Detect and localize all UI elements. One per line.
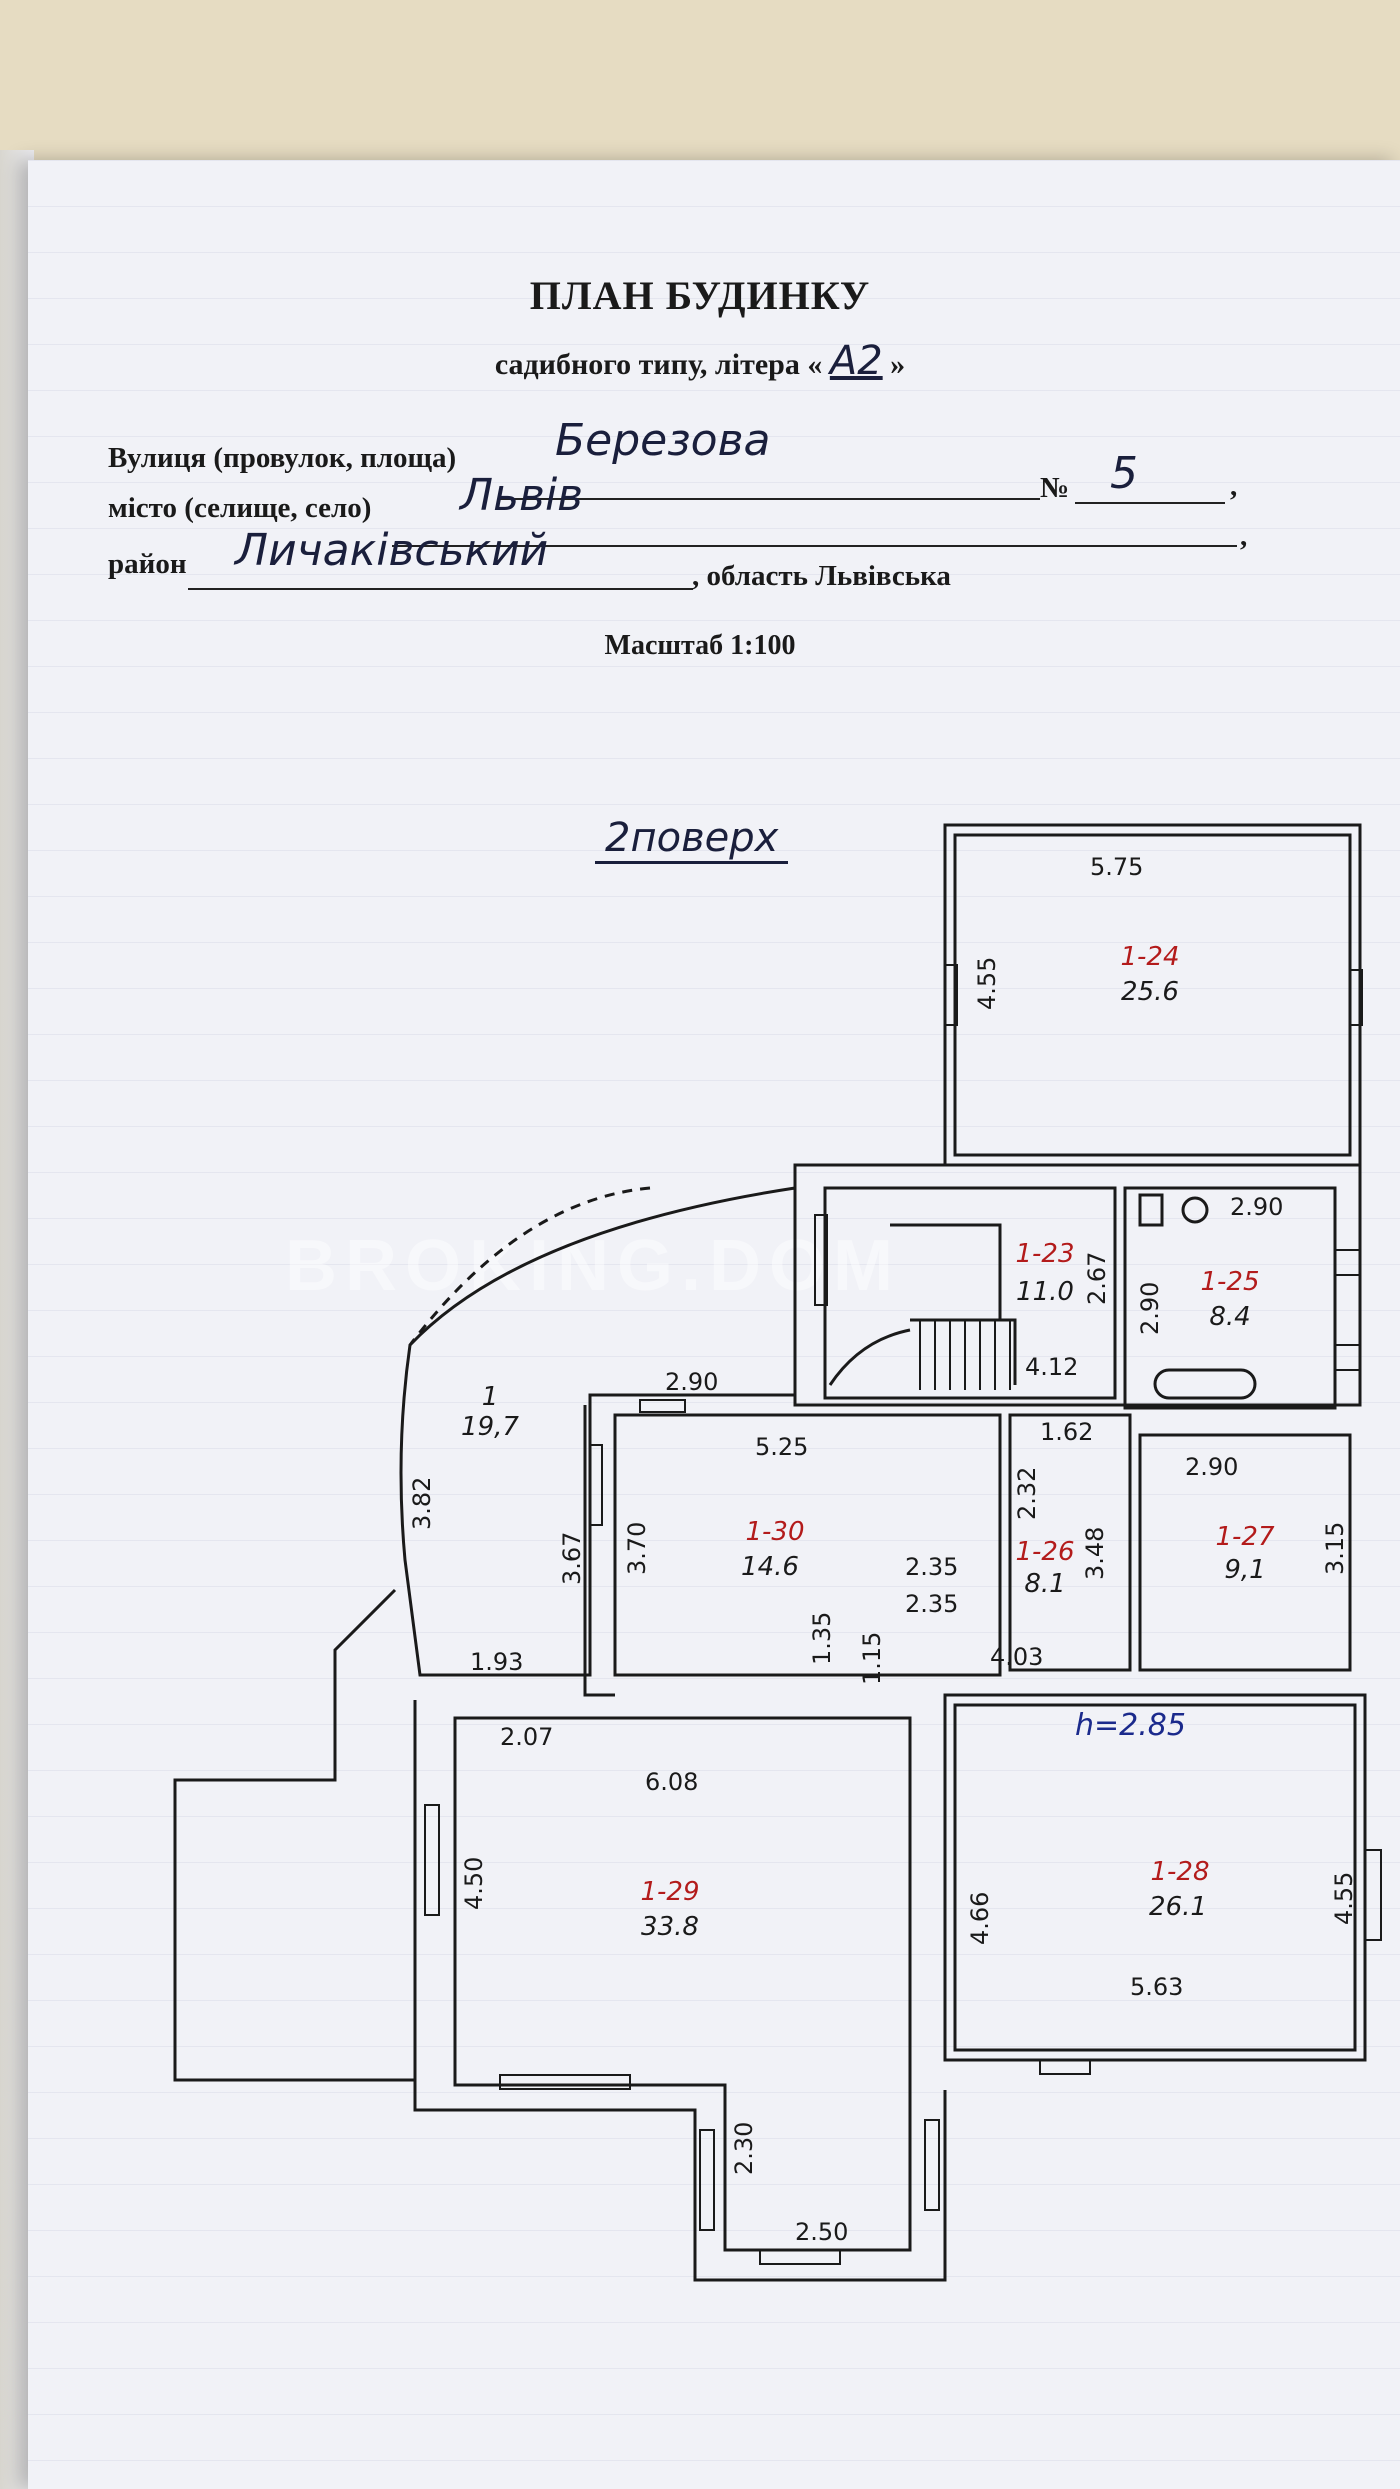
- balcony-arc: [408, 1186, 651, 1346]
- region-text: , область Львівська: [692, 560, 951, 592]
- stair-treads: [919, 1320, 1011, 1390]
- dimension: 1.15: [858, 1632, 886, 1685]
- room-1-30-outer: [583, 1405, 615, 1697]
- sink: [1181, 1196, 1209, 1224]
- watermark: BROKING.DOM: [285, 1226, 901, 1306]
- number-value: 5: [1110, 448, 1138, 499]
- dimension: 4.66: [966, 1892, 994, 1945]
- city-value: Львів: [460, 470, 584, 521]
- floor-label: 2поверх: [595, 815, 789, 864]
- room-1-28-inner: [953, 1703, 1357, 2052]
- dimension: 4.12: [1025, 1353, 1078, 1381]
- room-area: 8.1: [1024, 1569, 1065, 1599]
- subtitle-prefix: садибного типу, літера «: [494, 348, 823, 381]
- subtitle-suffix: »: [890, 348, 906, 381]
- dimension: 2.32: [1013, 1467, 1041, 1520]
- room-1-30-outline: [613, 1413, 1002, 1677]
- room-id: 1-25: [1200, 1267, 1259, 1297]
- room-1-26-outline: [1008, 1413, 1132, 1672]
- room-1-29-outline: [453, 1716, 912, 2252]
- building-letter: А2: [829, 338, 883, 384]
- room-id: 1-27: [1215, 1522, 1274, 1552]
- dimension: 1.35: [808, 1612, 836, 1665]
- city-label: місто (селище, село): [108, 492, 372, 524]
- dimension: 3.70: [623, 1522, 651, 1575]
- ceiling-height: h=2.85: [1075, 1708, 1186, 1743]
- room-id: 1-30: [745, 1517, 804, 1547]
- street-label: Вулиця (провулок, площа): [108, 442, 457, 474]
- room-id: 1-23: [1015, 1239, 1074, 1269]
- room-id: 1: [482, 1382, 499, 1412]
- room-area: 8.4: [1209, 1302, 1250, 1332]
- street-value: Березова: [555, 415, 771, 466]
- number-label: №: [1040, 472, 1070, 504]
- dimension: 2.90: [1136, 1282, 1164, 1335]
- room-area: 14.6: [741, 1552, 799, 1582]
- room-area: 33.8: [641, 1912, 699, 1942]
- dimension: 5.25: [755, 1433, 808, 1461]
- dimension: 3.67: [558, 1532, 586, 1585]
- dimension: 3.15: [1321, 1522, 1349, 1575]
- dimension: 4.55: [1330, 1872, 1358, 1925]
- dimension: 3.82: [408, 1477, 436, 1530]
- city-comma: ,: [1240, 520, 1248, 552]
- dimension: 2.35: [905, 1553, 958, 1581]
- room-1-23-outline: [823, 1186, 1117, 1400]
- room-area: 19,7: [461, 1412, 519, 1442]
- room-1-29-outer: [413, 1700, 947, 2282]
- dimension: 6.08: [645, 1768, 698, 1796]
- dimension: 2.90: [1230, 1193, 1283, 1221]
- dimension: 2.90: [1185, 1453, 1238, 1481]
- dimension: 2.30: [730, 2122, 758, 2175]
- dimension: 2.07: [500, 1723, 553, 1751]
- room-id: 1-26: [1015, 1537, 1074, 1567]
- room-area: 26.1: [1149, 1892, 1207, 1922]
- number-comma: ,: [1230, 470, 1238, 502]
- room-id: 1-28: [1150, 1857, 1209, 1887]
- dimension: 5.75: [1090, 853, 1143, 881]
- district-label: район: [108, 548, 187, 580]
- room-area: 25.6: [1121, 977, 1179, 1007]
- dimension: 2.35: [905, 1590, 958, 1618]
- document-page: [28, 160, 1400, 2489]
- document-title: ПЛАН БУДИНКУ: [529, 273, 871, 318]
- dimension: 5.63: [1130, 1973, 1183, 2001]
- room-id: 1-24: [1120, 942, 1179, 972]
- room-id: 1-29: [640, 1877, 699, 1907]
- dimension: 2.50: [795, 2218, 848, 2246]
- room-1-27-outline: [1138, 1433, 1352, 1672]
- dimension: 1.62: [1040, 1418, 1093, 1446]
- dimension: 4.55: [973, 957, 1001, 1010]
- stairs-rail: [890, 1223, 1017, 1385]
- dimension: 4.50: [460, 1857, 488, 1910]
- toilet: [1138, 1193, 1164, 1227]
- terrace-outline: [173, 1588, 415, 2082]
- dimension: 2.67: [1083, 1252, 1111, 1305]
- dimension: 1.93: [470, 1648, 523, 1676]
- room-area: 9,1: [1224, 1555, 1265, 1585]
- bathtub: [1153, 1368, 1257, 1400]
- room-area: 11.0: [1016, 1277, 1074, 1307]
- district-value: Личаківський: [235, 525, 549, 576]
- document-subtitle: садибного типу, літера « А2 »: [0, 338, 1400, 384]
- dimension: 4.03: [990, 1643, 1043, 1671]
- dimension: 2.90: [665, 1368, 718, 1396]
- stair-curve: [828, 1328, 911, 1386]
- dimension: 3.48: [1081, 1527, 1109, 1580]
- scale-label: Масштаб 1:100: [604, 630, 796, 661]
- room-1-25-outline: [1123, 1186, 1337, 1410]
